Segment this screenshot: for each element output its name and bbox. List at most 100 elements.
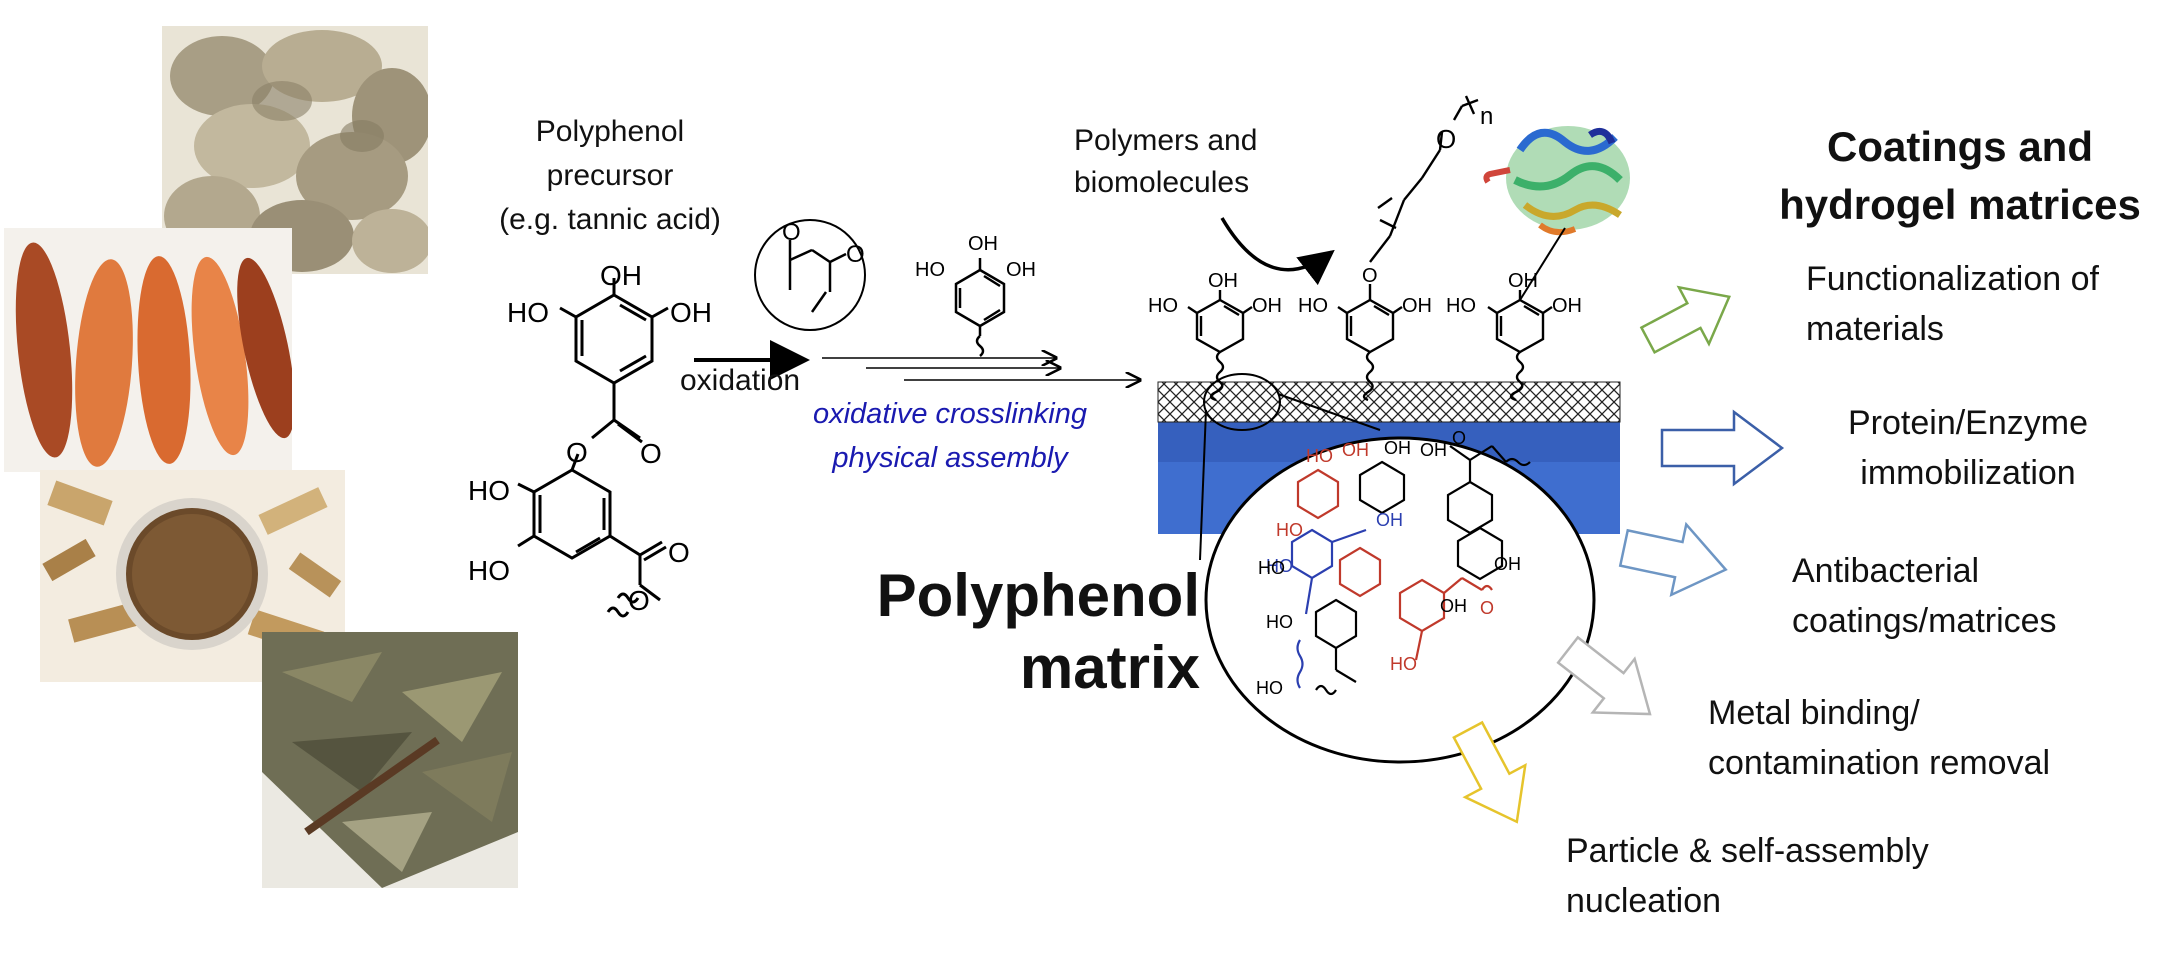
ta-ho-left: HO bbox=[507, 297, 549, 328]
tea-leaves-illustration bbox=[262, 632, 518, 888]
precursor-label: Polyphenol precursor (e.g. tannic acid) bbox=[460, 110, 760, 242]
app-arrow-3-shape bbox=[1618, 521, 1728, 598]
application-2-line2: immobilization bbox=[1860, 454, 2076, 492]
app-arrow-1-shape bbox=[1639, 285, 1731, 355]
quinone-o1: O bbox=[782, 219, 801, 246]
oxidation-label: oxidation bbox=[680, 364, 801, 397]
net-ho-black1: HO bbox=[1258, 558, 1285, 578]
s2-o: O bbox=[1362, 265, 1378, 287]
peg-subscript-n: n bbox=[1480, 103, 1493, 130]
zoom-line-2 bbox=[1277, 393, 1381, 431]
process-label: oxidative crosslinking physical assembly bbox=[780, 392, 1120, 480]
app-arrow-metal bbox=[1556, 635, 1652, 716]
ta-o-carbonyl: O bbox=[640, 438, 662, 469]
application-2-line1: Protein/Enzyme bbox=[1848, 404, 2088, 442]
app-arrow-2-shape bbox=[1660, 409, 1785, 487]
s1-oh-top: OH bbox=[1208, 270, 1238, 292]
assembly-label: physical assembly bbox=[832, 442, 1068, 474]
tea-leaves-photo bbox=[262, 632, 518, 888]
pyrogallol-unit bbox=[954, 258, 1006, 357]
application-protein: Protein/Enzyme immobilization bbox=[1798, 398, 2138, 498]
pyro-ho-left: HO bbox=[915, 259, 945, 281]
matrix-title: Polyphenol matrix bbox=[860, 560, 1200, 704]
application-5-line2: nucleation bbox=[1566, 882, 1722, 920]
precursor-label-line2: precursor bbox=[546, 159, 674, 192]
surface-unit-2 bbox=[1337, 284, 1403, 402]
pyro-oh-top: OH bbox=[968, 233, 998, 255]
application-3-line2: coatings/matrices bbox=[1792, 602, 2057, 640]
application-1-line1: Functionalization of bbox=[1806, 260, 2099, 298]
s1-oh: OH bbox=[1252, 295, 1282, 317]
application-antibacterial: Antibacterial coatings/matrices bbox=[1792, 546, 2057, 646]
tannic-acid-labels: OH HO OH O O HO HO O O bbox=[468, 260, 712, 616]
s2-ho: HO bbox=[1298, 295, 1328, 317]
quinone-structure bbox=[788, 240, 847, 313]
net-ho-blue: HO bbox=[1266, 556, 1293, 576]
s3-ho: HO bbox=[1446, 295, 1476, 317]
quinone-circle bbox=[754, 219, 866, 331]
net-oh-black1: OH bbox=[1384, 438, 1411, 458]
precursor-label-line1: Polyphenol bbox=[535, 115, 685, 148]
net-o-red: O bbox=[1480, 598, 1494, 618]
applications-heading-line1: Coatings and bbox=[1826, 123, 2093, 170]
app-arrow-particle bbox=[1452, 720, 1527, 824]
application-metal: Metal binding/ contamination removal bbox=[1708, 688, 2050, 788]
net-oh-black2: OH bbox=[1420, 440, 1447, 460]
net-ho-red1: HO bbox=[1306, 446, 1333, 466]
wood-chips-illustration bbox=[40, 470, 345, 682]
protein-ribbon-icon bbox=[1483, 126, 1630, 301]
ta-o-ether: O bbox=[628, 585, 650, 616]
ta-o-ester: O bbox=[566, 437, 588, 468]
network-blue bbox=[1290, 528, 1367, 689]
ta-o-carbonyl2: O bbox=[668, 537, 690, 568]
grafting-label: Polymers and biomolecules bbox=[1074, 120, 1257, 204]
net-ho-red3: HO bbox=[1390, 654, 1417, 674]
surface-unit-1 bbox=[1187, 290, 1253, 402]
ta-oh-top: OH bbox=[600, 260, 642, 291]
wood-chips-photo bbox=[40, 470, 345, 682]
app-arrow-functionalization bbox=[1639, 285, 1731, 355]
app-arrow-5-shape bbox=[1452, 720, 1527, 824]
net-oh-red1: OH bbox=[1342, 440, 1369, 460]
grafting-label-line2: biomolecules bbox=[1074, 166, 1250, 199]
applications-heading: Coatings and hydrogel matrices bbox=[1760, 118, 2160, 234]
grafting-label-line1: Polymers and bbox=[1074, 124, 1258, 157]
application-functionalization: Functionalization of materials bbox=[1806, 254, 2099, 354]
tannic-acid-structure bbox=[517, 278, 669, 618]
ta-oh-right: OH bbox=[670, 297, 712, 328]
precursor-label-line3: (e.g. tannic acid) bbox=[499, 203, 721, 236]
net-ho-red2: HO bbox=[1276, 520, 1303, 540]
quinone-o2: O bbox=[846, 241, 865, 268]
network-red bbox=[1296, 468, 1493, 661]
galls-photo bbox=[162, 26, 428, 274]
pyro-oh-right: OH bbox=[1006, 259, 1036, 281]
net-ho-black3: HO bbox=[1256, 678, 1283, 698]
s1-ho: HO bbox=[1148, 295, 1178, 317]
application-3-line1: Antibacterial bbox=[1792, 552, 1980, 590]
grafting-arrow bbox=[1220, 217, 1335, 286]
net-oh-blue: OH bbox=[1376, 510, 1403, 530]
ta-ho-bottom: HO bbox=[468, 555, 510, 586]
peg-chain bbox=[1369, 95, 1479, 263]
matrix-title-line1: Polyphenol bbox=[876, 562, 1200, 629]
coating-layer bbox=[1157, 381, 1621, 423]
ta-ho-mid: HO bbox=[468, 475, 510, 506]
peg-o: O bbox=[1436, 124, 1456, 154]
surface-unit-3 bbox=[1487, 290, 1553, 402]
application-4-line1: Metal binding/ bbox=[1708, 694, 1920, 732]
zoom-small-ellipse bbox=[1203, 373, 1281, 431]
net-oh-black4: OH bbox=[1440, 596, 1467, 616]
matrix-title-line2: matrix bbox=[1019, 634, 1200, 701]
pods-illustration bbox=[4, 228, 292, 472]
s3-oh: OH bbox=[1552, 295, 1582, 317]
crosslinking-label: oxidative crosslinking bbox=[812, 398, 1087, 430]
app-arrow-protein bbox=[1660, 409, 1785, 487]
s3-oh-top: OH bbox=[1508, 270, 1538, 292]
application-4-line2: contamination removal bbox=[1708, 744, 2051, 782]
app-arrow-antibacterial bbox=[1618, 521, 1728, 598]
s2-oh: OH bbox=[1402, 295, 1432, 317]
net-o-black1: O bbox=[1452, 428, 1466, 448]
galls-illustration bbox=[162, 26, 428, 274]
app-arrow-4-shape bbox=[1556, 635, 1652, 716]
